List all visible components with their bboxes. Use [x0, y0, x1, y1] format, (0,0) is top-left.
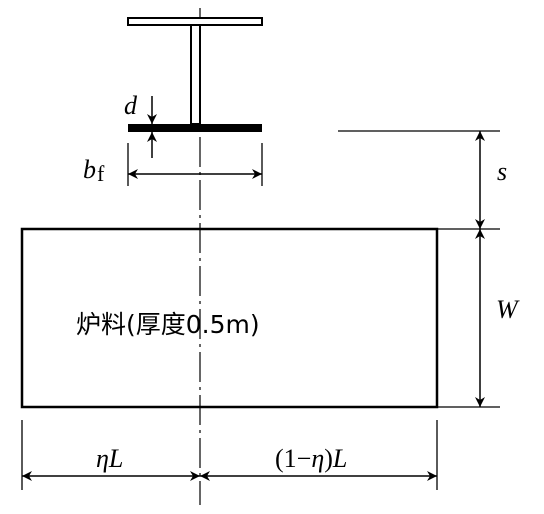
- top-flange: [127, 17, 263, 26]
- dimension-bf: [127, 143, 263, 186]
- label-bf: bf: [83, 155, 105, 186]
- i-beam: [127, 17, 263, 132]
- bottom-flange: [128, 124, 262, 132]
- dimension-w: [437, 228, 500, 408]
- label-one-minus-eta-l: (1−η)L: [275, 444, 347, 473]
- dimension-s: [338, 130, 500, 229]
- label-d: d: [124, 91, 138, 120]
- dimension-length: [21, 420, 438, 490]
- web: [190, 24, 201, 125]
- label-s: s: [497, 157, 507, 186]
- charge-block: [20, 227, 439, 409]
- label-eta-l: ηL: [96, 444, 123, 473]
- label-w: W: [496, 295, 520, 324]
- charge-label: 炉料(厚度0.5m): [76, 310, 260, 339]
